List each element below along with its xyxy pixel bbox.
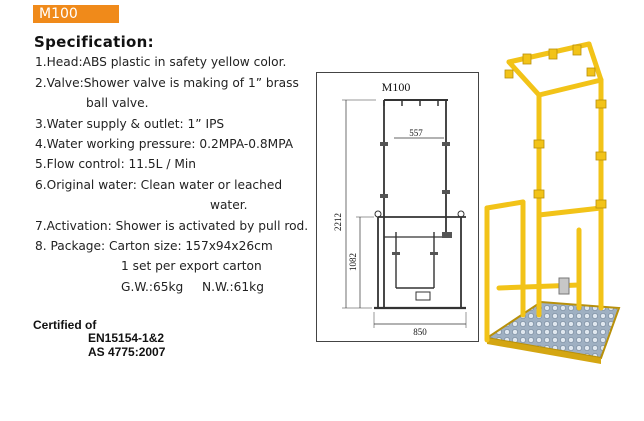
shower-illustration-svg [484, 41, 621, 364]
spec-net-weight: N.W.:61kg [202, 280, 264, 294]
spec-line-2: 2.Valve:Shower valve is making of 1” bra… [35, 76, 299, 90]
spec-line-2-cont: ball valve. [86, 96, 149, 110]
spec-line-8: 8. Package: Carton size: 157x94x26cm [35, 239, 273, 253]
standard-as4775: AS 4775:2007 [88, 345, 166, 359]
spec-line-7: 7.Activation: Shower is activated by pul… [35, 219, 309, 233]
dim-557-label: 557 [409, 128, 423, 138]
product-photo [479, 40, 629, 370]
specification-title: Specification: [34, 33, 154, 51]
technical-drawing: M100 557 221 [316, 72, 479, 342]
spec-line-3: 3.Water supply & outlet: 1” IPS [35, 117, 225, 131]
spec-line-5: 5.Flow control: 11.5L / Min [35, 157, 196, 171]
model-badge: M100 [33, 5, 119, 23]
dim-2212-label: 2212 [333, 213, 343, 231]
drawing-border [316, 72, 479, 342]
certified-heading: Certified of [33, 318, 97, 332]
spec-line-6: 6.Original water: Clean water or leached [35, 178, 283, 192]
spec-line-6-cont: water. [210, 198, 248, 212]
dim-1082-label: 1082 [348, 253, 358, 271]
spec-line-4: 4.Water working pressure: 0.2MPA-0.8MPA [35, 137, 294, 151]
standard-en15154: EN15154-1&2 [88, 331, 165, 345]
spec-package-qty: 1 set per export carton [121, 259, 262, 273]
drawing-svg: M100 557 221 [316, 72, 479, 342]
spec-gross-weight: G.W.:65kg [121, 280, 184, 294]
drawing-model-label: M100 [382, 80, 411, 94]
spec-line-1: 1.Head:ABS plastic in safety yellow colo… [35, 55, 287, 69]
dim-850-label: 850 [413, 327, 427, 337]
